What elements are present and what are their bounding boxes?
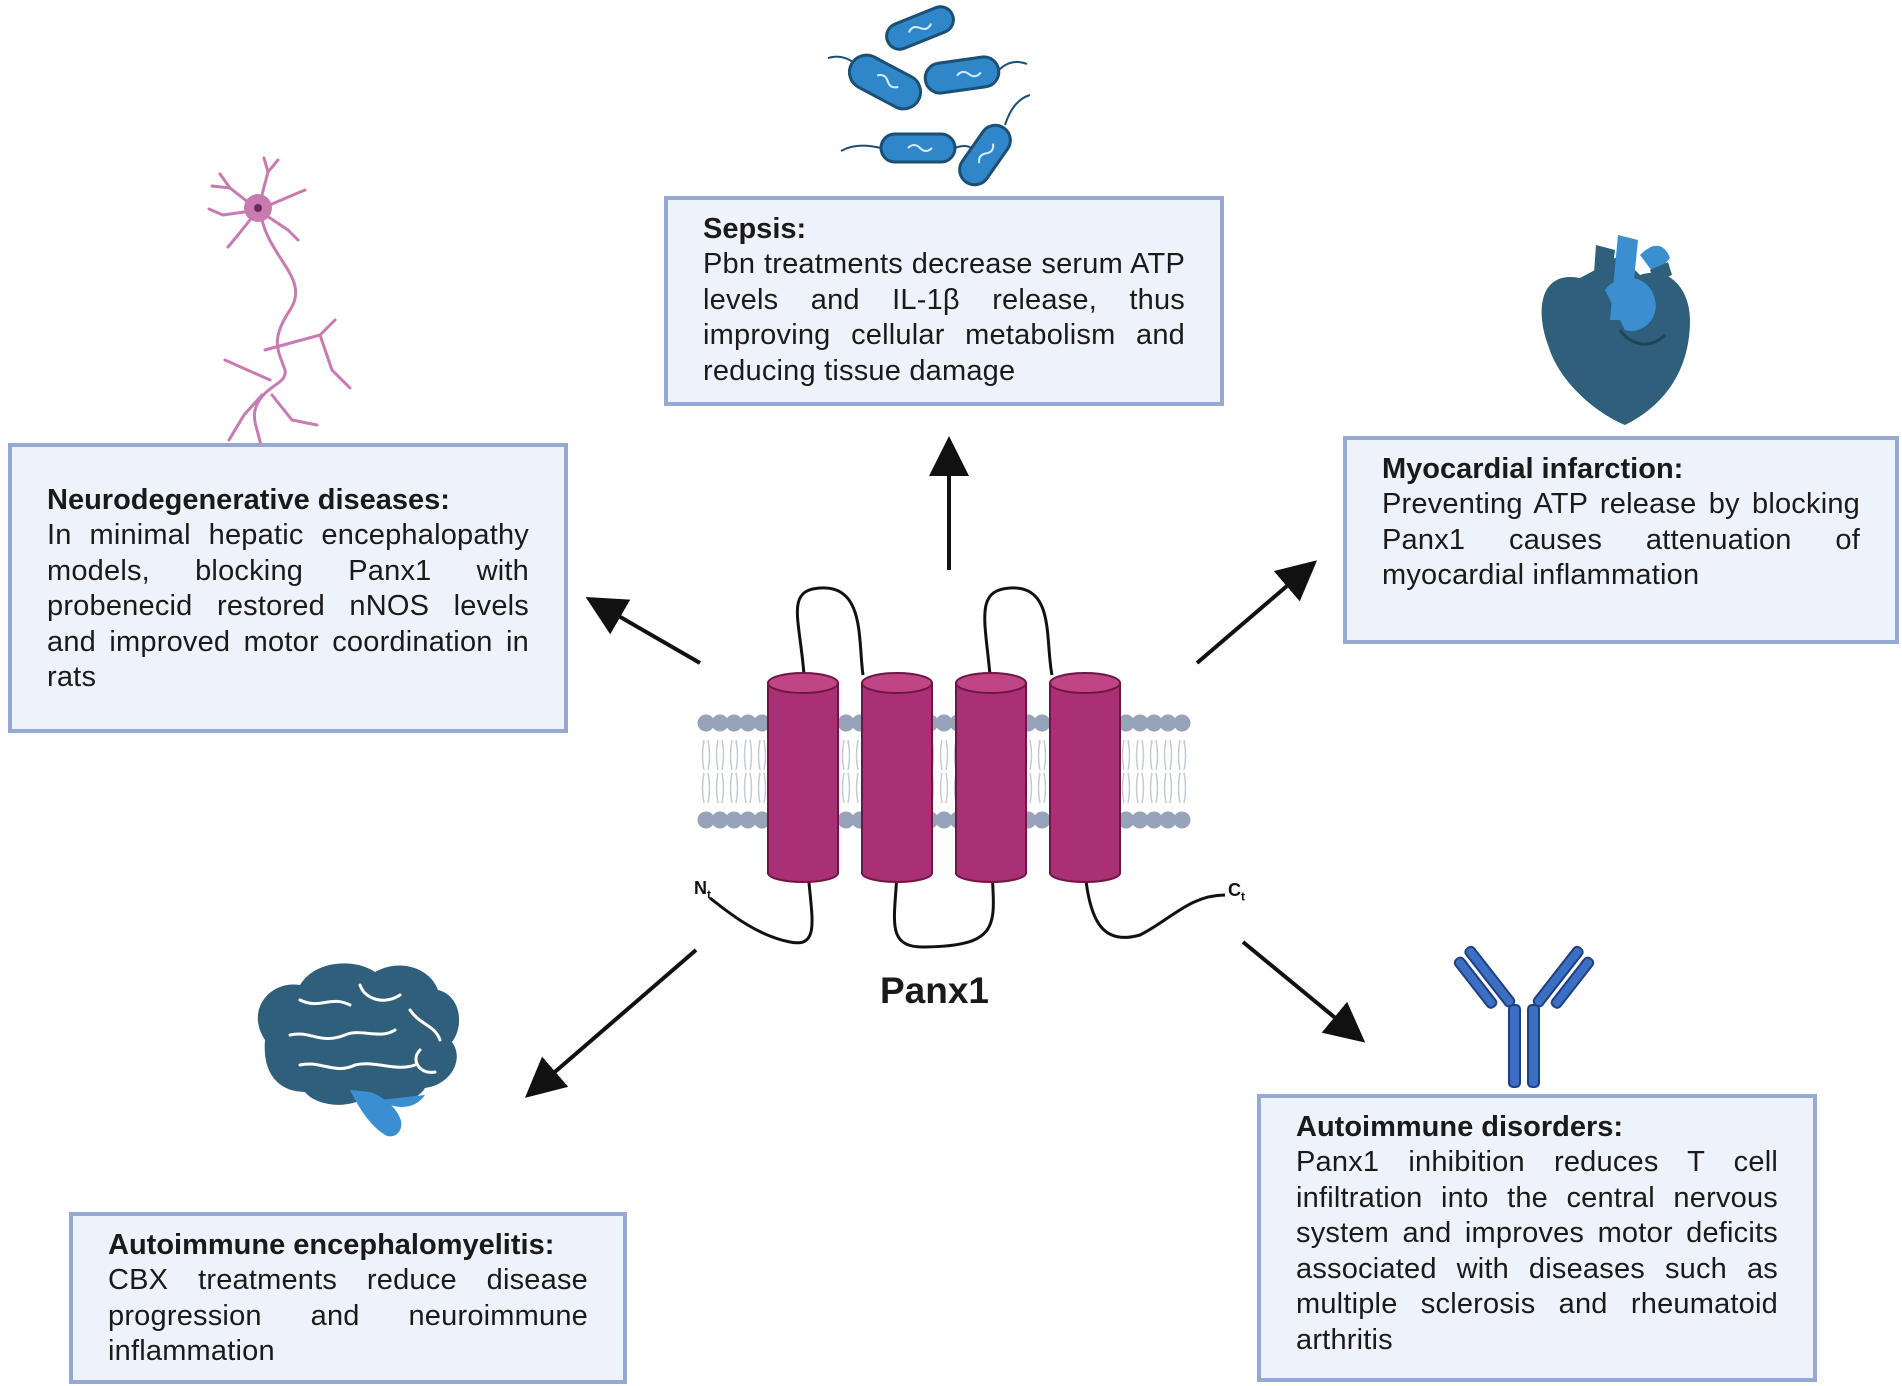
lipid-head bbox=[711, 811, 729, 829]
arrow-to-myocardial bbox=[1195, 560, 1318, 665]
lipid-head bbox=[1117, 811, 1135, 829]
autoimmune-disorders-title: Autoimmune disorders: bbox=[1296, 1111, 1624, 1143]
lipid-tail bbox=[1149, 739, 1159, 771]
sepsis-title: Sepsis: bbox=[703, 213, 807, 245]
neurodegenerative-title: Neurodegenerative diseases: bbox=[47, 484, 450, 516]
panx1-label: Panx1 bbox=[880, 970, 990, 1011]
sepsis-box: Sepsis: Pbn treatments decrease serum AT… bbox=[664, 196, 1224, 406]
lipid-head bbox=[697, 714, 715, 732]
autoimmune-disorders-box: Autoimmune disorders: Panx1 inhibition r… bbox=[1257, 1094, 1817, 1382]
lipid-tail bbox=[729, 772, 739, 804]
lipid-head bbox=[1173, 811, 1191, 829]
lipid-head bbox=[739, 714, 757, 732]
lipid-tail bbox=[701, 739, 711, 771]
autoimmune-disorders-text: Panx1 inhibition reduces T cell infiltra… bbox=[1296, 1146, 1778, 1356]
lipid-head bbox=[1173, 714, 1191, 732]
lipid-tail bbox=[1163, 739, 1173, 771]
transmembrane-helix-1 bbox=[767, 672, 839, 883]
lipid-head bbox=[1159, 714, 1177, 732]
lipid-tail bbox=[1121, 772, 1131, 804]
transmembrane-helix-4 bbox=[1049, 672, 1121, 883]
lipid-head bbox=[697, 811, 715, 829]
lipid-tail bbox=[1135, 772, 1145, 804]
lipid-tail bbox=[715, 772, 725, 804]
lipid-tail bbox=[1135, 739, 1145, 771]
transmembrane-helix-2 bbox=[861, 672, 933, 883]
myocardial-infarction-box: Myocardial infarction: Preventing ATP re… bbox=[1343, 436, 1899, 644]
myocardial-infarction-title: Myocardial infarction: bbox=[1382, 453, 1684, 485]
heart-icon bbox=[1541, 235, 1690, 425]
lipid-head bbox=[935, 811, 953, 829]
lipid-tail bbox=[841, 772, 851, 804]
lipid-head bbox=[739, 811, 757, 829]
autoimmune-encephalomyelitis-box: Autoimmune encephalomyelitis: CBX treatm… bbox=[69, 1212, 627, 1384]
lipid-tail bbox=[939, 772, 949, 804]
lipid-head bbox=[753, 811, 771, 829]
arrows bbox=[524, 436, 1366, 1098]
neurodegenerative-box: Neurodegenerative diseases: In minimal h… bbox=[8, 443, 568, 733]
lipid-head bbox=[1131, 811, 1149, 829]
lipid-head bbox=[935, 714, 953, 732]
lipid-head bbox=[725, 811, 743, 829]
lipid-tail bbox=[1163, 772, 1173, 804]
n-terminus-label: Nt bbox=[694, 878, 711, 902]
lipid-head bbox=[1033, 811, 1051, 829]
bacteria-icon bbox=[827, 5, 1031, 187]
lipid-head bbox=[1159, 811, 1177, 829]
lipid-head bbox=[1145, 714, 1163, 732]
lipid-tail bbox=[939, 739, 949, 771]
sepsis-text: Pbn treatments decrease serum ATP levels… bbox=[703, 248, 1185, 387]
neuron-icon bbox=[207, 156, 352, 462]
channel-loops bbox=[709, 586, 1226, 949]
lipid-head bbox=[753, 714, 771, 732]
brain-icon bbox=[257, 963, 460, 1137]
arrow-to-eae bbox=[524, 948, 698, 1098]
transmembrane-helix-3 bbox=[955, 672, 1027, 883]
lipid-head bbox=[725, 714, 743, 732]
c-terminus-label: Ct bbox=[1228, 880, 1245, 904]
arrow-to-neurodegenerative bbox=[585, 597, 701, 665]
lipid-head bbox=[1033, 714, 1051, 732]
lipid-head bbox=[711, 714, 729, 732]
lipid-tail bbox=[743, 739, 753, 771]
lipid-tail bbox=[841, 739, 851, 771]
arrow-to-autoimmune bbox=[1241, 940, 1366, 1043]
lipid-tail bbox=[757, 739, 767, 771]
lipid-tail bbox=[743, 772, 753, 804]
lipid-tail bbox=[757, 772, 767, 804]
lipid-tail bbox=[701, 772, 711, 804]
lipid-tail bbox=[1177, 772, 1187, 804]
lipid-tail bbox=[1177, 739, 1187, 771]
autoimmune-encephalomyelitis-title: Autoimmune encephalomyelitis: bbox=[108, 1229, 555, 1261]
lipid-head bbox=[1145, 811, 1163, 829]
autoimmune-encephalomyelitis-text: CBX treatments reduce disease progressio… bbox=[108, 1264, 588, 1367]
neurodegenerative-text: In minimal hepatic encephalopathy models… bbox=[47, 519, 529, 693]
lipid-tail bbox=[715, 739, 725, 771]
lipid-tail bbox=[1121, 739, 1131, 771]
lipid-tail bbox=[729, 739, 739, 771]
lipid-tail bbox=[1037, 739, 1047, 771]
lipid-head bbox=[837, 811, 855, 829]
antibody-icon bbox=[1453, 945, 1595, 1088]
lipid-head bbox=[837, 714, 855, 732]
lipid-head bbox=[1117, 714, 1135, 732]
myocardial-infarction-text: Preventing ATP release by blocking Panx1… bbox=[1382, 488, 1860, 591]
panx1-channel bbox=[767, 672, 1121, 883]
lipid-head bbox=[1131, 714, 1149, 732]
lipid-tail bbox=[1037, 772, 1047, 804]
lipid-tail bbox=[1149, 772, 1159, 804]
